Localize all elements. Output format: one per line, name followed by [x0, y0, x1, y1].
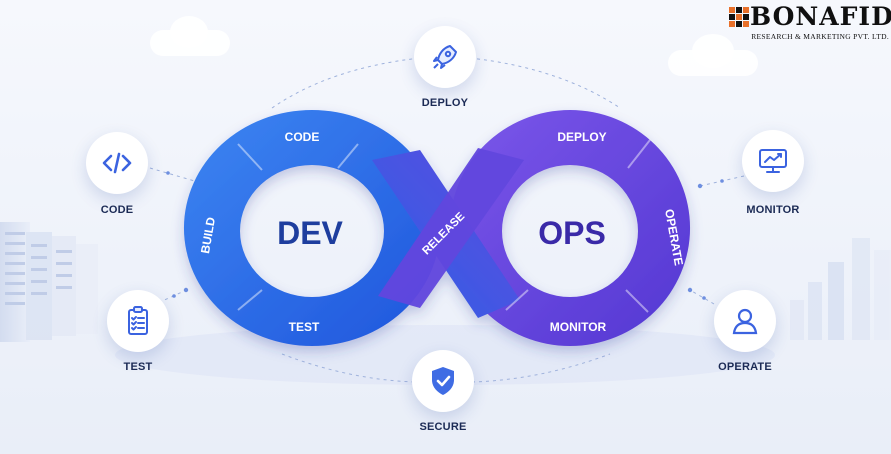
code-brackets-icon — [102, 152, 132, 174]
segment-label-deploy: DEPLOY — [557, 130, 606, 144]
logo-tagline: RESEARCH & MARKETING PVT. LTD. — [751, 32, 889, 41]
monitor-chart-icon — [759, 149, 787, 173]
segment-label-build: BUILD — [198, 216, 218, 255]
node-label-deploy: DEPLOY — [421, 97, 469, 109]
infinity-loop — [183, 109, 691, 347]
segment-label-test: TEST — [289, 320, 320, 334]
ops-cross-band — [378, 148, 524, 308]
shield-check-icon — [432, 367, 454, 395]
node-label-monitor: MONITOR — [746, 204, 800, 216]
brand-logo: BONAFIDE ® RESEARCH & MARKETING PVT. LTD… — [729, 0, 891, 48]
segment-label-code: CODE — [285, 130, 320, 144]
logo-wordmark-text: BONAFIDE — [750, 2, 891, 31]
clipboard-checklist-icon — [128, 306, 148, 335]
node-code — [86, 132, 148, 194]
rocket-icon — [433, 45, 457, 69]
ops-center-label: OPS — [538, 215, 606, 251]
node-label-operate: OPERATE — [718, 361, 772, 373]
dev-ring — [183, 109, 441, 347]
node-test — [107, 290, 169, 352]
node-secure — [412, 350, 474, 412]
node-label-code: CODE — [100, 204, 134, 216]
segment-label-monitor: MONITOR — [550, 320, 607, 334]
connector-dots — [166, 171, 724, 300]
node-deploy — [414, 26, 476, 88]
node-label-secure: SECURE — [419, 421, 467, 433]
logo-wordmark: BONAFIDE ® — [729, 2, 891, 32]
user-icon — [732, 308, 758, 335]
logo-grid-icon — [729, 7, 749, 27]
node-monitor — [742, 130, 804, 192]
cloud-decoration-right-puff — [692, 34, 734, 68]
bar-columns-decoration — [790, 238, 891, 340]
node-label-test: TEST — [123, 361, 153, 373]
dev-center-label: DEV — [277, 215, 343, 251]
node-operate — [714, 290, 776, 352]
segment-separators — [237, 139, 651, 313]
server-racks — [0, 222, 98, 342]
cloud-decoration-left-puff — [170, 16, 208, 48]
